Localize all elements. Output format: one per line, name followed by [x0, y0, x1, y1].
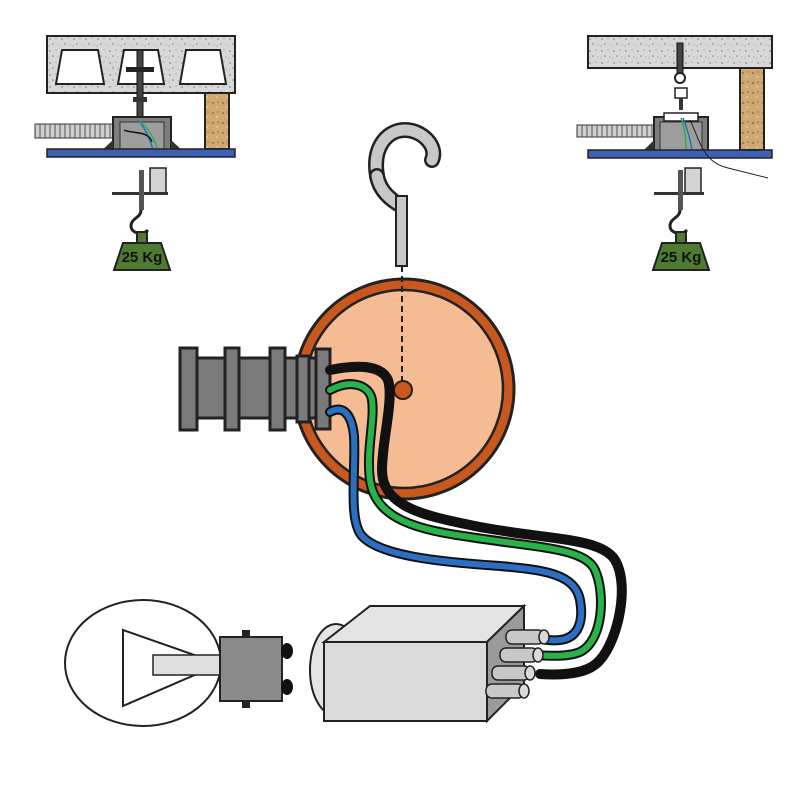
threaded-rod [136, 49, 144, 121]
right-panel: 25 Kg [576, 35, 773, 271]
hook-shank [139, 170, 144, 210]
wire-bundle [325, 361, 627, 680]
wood-post [204, 92, 230, 150]
corrugated-conduit [34, 123, 120, 139]
ceiling-plate [46, 148, 236, 158]
anchor-rod [676, 42, 684, 74]
weight-handle [675, 231, 687, 244]
socket-knob [281, 643, 293, 659]
hook-shaft [395, 195, 408, 267]
hook-icon [668, 209, 689, 235]
terminal-sleeves [485, 629, 550, 699]
weight-icon [651, 242, 711, 271]
ceiling-plate [587, 149, 773, 159]
lamp-socket [219, 636, 283, 702]
eye-bolt [674, 72, 686, 84]
fitting-rib [178, 346, 199, 432]
socket-tab [242, 630, 250, 638]
fitting-rib [223, 346, 241, 432]
wood-post [739, 67, 765, 151]
hook-shank [678, 170, 683, 210]
weight-label: 25 Kg [122, 249, 163, 266]
socket-knob [281, 679, 293, 695]
rod-nut [133, 97, 147, 102]
wire-black-small [123, 129, 153, 143]
coupling-rod [679, 98, 683, 110]
ceiling-box [292, 266, 516, 501]
connector-front [323, 641, 488, 722]
lamp-icon [64, 599, 293, 727]
hook-icon [129, 209, 150, 235]
corrugated-conduit [576, 124, 660, 138]
slab-void [178, 49, 228, 85]
hanging-cable [689, 119, 769, 179]
weight-label: 25 Kg [661, 249, 702, 266]
center-bolt [393, 380, 413, 400]
mounting-stem [684, 167, 702, 195]
lamp-stem [152, 654, 224, 676]
rod-cross-bar [126, 67, 154, 72]
junction-box-interior [659, 121, 703, 153]
weight-icon [112, 242, 172, 271]
conduit-fitting [178, 346, 332, 432]
weight-handle [136, 231, 148, 244]
socket-tab [242, 700, 250, 708]
mounting-stem [149, 167, 167, 195]
fitting-rib [268, 346, 287, 432]
left-bracket [642, 140, 654, 152]
coupling-block [674, 87, 688, 99]
mounting-bracket [663, 112, 699, 122]
connector-block-icon [309, 603, 550, 724]
left-panel: 25 Kg [34, 35, 236, 271]
slab-void [54, 49, 106, 85]
ceiling-hook [368, 121, 442, 267]
fitting-rib [295, 354, 311, 424]
